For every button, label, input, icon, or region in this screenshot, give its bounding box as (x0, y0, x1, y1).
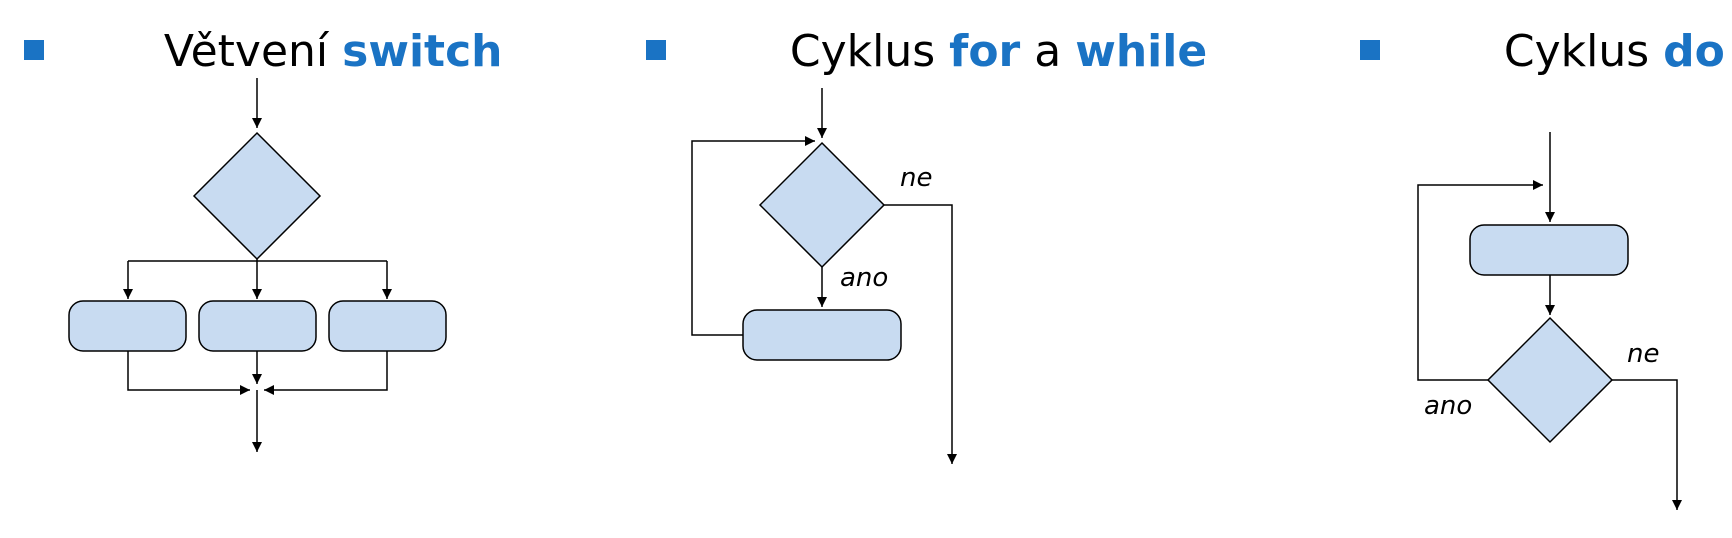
do-title: Cyklus do (1406, 26, 1732, 77)
do-decision-diamond (1486, 316, 1614, 444)
switch-flowchart (68, 78, 447, 452)
do-label-no: ne (1627, 339, 1659, 369)
while-loop-back-arrow (691, 136, 815, 336)
do-yes-loop-back-arrow (1417, 180, 1543, 381)
while-flowchart (691, 88, 957, 464)
switch-decision-diamond (192, 131, 322, 261)
do-section: Cyklus do ne ano (1360, 26, 1732, 510)
while-label-no: ne (900, 163, 932, 193)
switch-title-plain: Větvení (164, 26, 342, 77)
bullet-square-icon (24, 40, 44, 60)
do-title-keyword: do (1663, 26, 1725, 77)
switch-section: Větvení switch (24, 26, 572, 452)
switch-process-box-middle (198, 300, 317, 352)
do-flowchart (1417, 132, 1682, 510)
while-no-exit-arrow (884, 204, 957, 464)
while-decision-diamond (758, 141, 886, 269)
bullet-square-icon (646, 40, 666, 60)
do-label-yes: ano (1424, 391, 1472, 421)
do-no-exit-arrow (1612, 379, 1682, 510)
do-process-box (1469, 224, 1629, 276)
while-title-joiner: a (1020, 26, 1075, 77)
while-title: Cyklus for a while (692, 26, 1277, 77)
do-title-plain: Cyklus (1504, 26, 1663, 77)
switch-process-box-right (328, 300, 447, 352)
while-label-yes: ano (840, 263, 888, 293)
while-section: Cyklus for a while ne ano (646, 26, 1277, 464)
while-process-box (742, 309, 902, 361)
switch-merge-arrow-left (127, 351, 250, 395)
switch-title: Větvení switch (66, 26, 572, 77)
while-title-keyword-while: while (1075, 26, 1207, 77)
while-title-plain: Cyklus (790, 26, 949, 77)
switch-merge-arrow-right (264, 351, 388, 395)
switch-title-keyword: switch (342, 26, 502, 77)
bullet-square-icon (1360, 40, 1380, 60)
while-title-keyword-for: for (949, 26, 1020, 77)
switch-process-box-left (68, 300, 187, 352)
